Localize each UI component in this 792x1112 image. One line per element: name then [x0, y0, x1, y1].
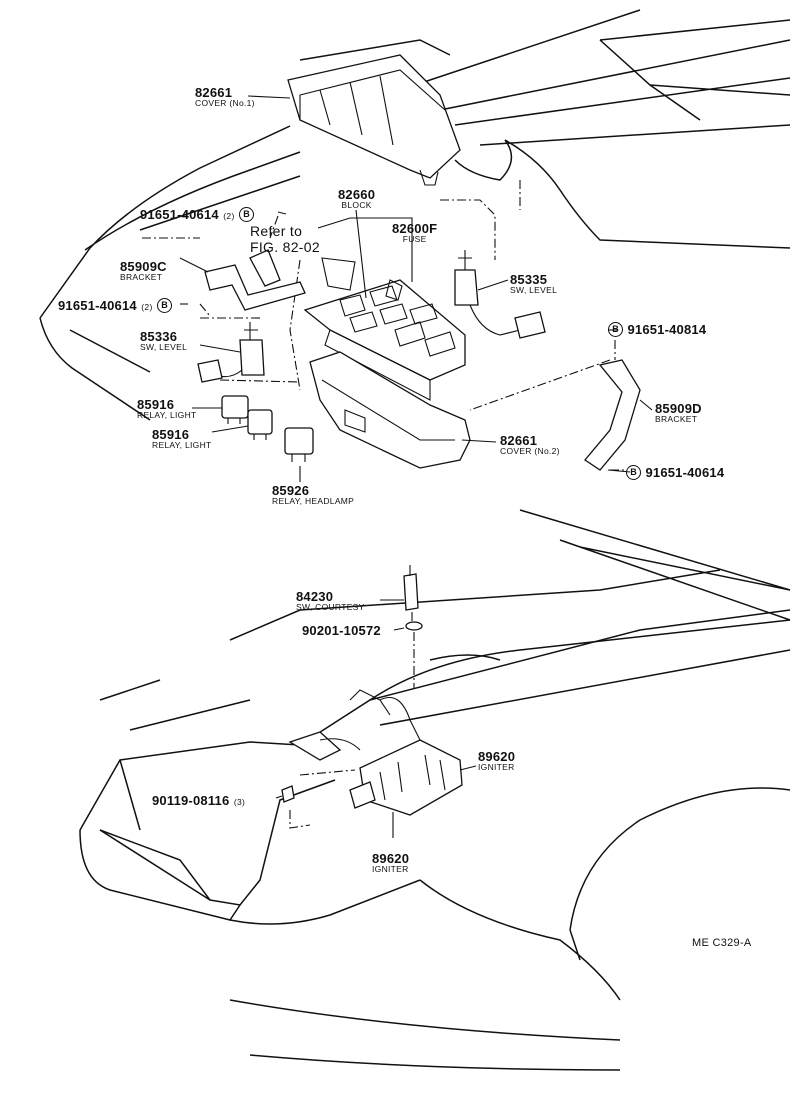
relay-light2-name: RELAY, LIGHT: [152, 440, 212, 450]
block-name: BLOCK: [341, 200, 372, 210]
relay-light1-name: RELAY, LIGHT: [137, 410, 197, 420]
relay-light1-number: 85916: [137, 397, 175, 412]
cover-no1-name: COVER (No.1): [195, 98, 255, 108]
relay-light2-label: 85916 RELAY, LIGHT: [152, 428, 212, 450]
igniter-drawings: [281, 696, 463, 829]
igniter-upper-label: 89620 IGNITER: [478, 750, 515, 772]
lower-car-body: [79, 509, 791, 1071]
reference-line2: FIG. 82-02: [250, 239, 320, 255]
relay-drawings: [221, 395, 314, 462]
level-switch-left-drawing: [197, 322, 265, 383]
fuse-block-drawing: [303, 257, 466, 401]
screw-b2-label: 91651-40614 (2) B: [58, 298, 173, 314]
bracket-c-drawing: [204, 249, 306, 311]
bolt-label: 90119-08116 (3): [152, 793, 245, 809]
sw-level-right-name: SW, LEVEL: [510, 285, 558, 295]
relay-headlamp-number: 85926: [272, 483, 310, 498]
label-leaders: [179, 95, 653, 838]
screw-b3-label: B 91651-40814: [608, 322, 706, 338]
relay-headlamp-label: 85926 RELAY, HEADLAMP: [272, 484, 354, 506]
sw-level-left-name: SW, LEVEL: [140, 342, 188, 352]
bracket-d-name: BRACKET: [655, 414, 698, 424]
b-mark-icon: B: [239, 207, 255, 223]
level-switch-right-drawing: [454, 250, 546, 339]
figure-code: ME C329-A: [692, 938, 752, 949]
cover-no1-label: 82661 COVER (No.1): [195, 86, 255, 108]
bolt-number: 90119-08116: [152, 793, 230, 808]
washer-number: 90201-10572: [302, 623, 381, 638]
fuse-name: FUSE: [402, 234, 427, 244]
screw-b3-number: 91651-40814: [627, 322, 707, 337]
bracket-c-name: BRACKET: [120, 272, 163, 282]
cover-no1-number: 82661: [195, 85, 233, 100]
bolt-qty: (3): [233, 797, 246, 807]
sw-courtesy-number: 84230: [296, 589, 334, 604]
figure-code-text: ME C329-A: [692, 937, 752, 949]
relay-light2-number: 85916: [152, 427, 190, 442]
cover-no2-drawing: [309, 351, 471, 469]
relay-light1-label: 85916 RELAY, LIGHT: [137, 398, 197, 420]
screw-b1-label: 91651-40614 (2) B: [140, 207, 255, 223]
upper-car-body: [39, 9, 791, 421]
cover-no2-number: 82661: [500, 433, 538, 448]
screw-b2-qty: (2): [141, 302, 153, 312]
washer-label: 90201-10572: [302, 624, 381, 637]
b-mark-icon: B: [608, 322, 623, 338]
screw-b4-number: 91651-40614: [645, 465, 725, 480]
relay-headlamp-name: RELAY, HEADLAMP: [272, 496, 355, 506]
screw-b1-qty: (2): [223, 211, 235, 221]
reference-line1: Refer to: [250, 223, 303, 239]
sw-courtesy-label: 84230 SW, COURTESY: [296, 590, 365, 612]
cover-no2-name: COVER (No.2): [500, 446, 560, 456]
block-label: 82660 BLOCK: [338, 188, 375, 210]
fuse-number: 82600F: [392, 221, 438, 236]
courtesy-switch-drawing: [403, 565, 423, 688]
b-mark-icon: B: [626, 465, 641, 481]
screw-b1-number: 91651-40614: [140, 207, 219, 222]
sw-level-right-label: 85335 SW, LEVEL: [510, 273, 557, 295]
bracket-d-drawing: [584, 359, 641, 471]
fuse-label: 82600F FUSE: [392, 222, 437, 244]
figure-reference: Refer to FIG. 82-02: [250, 224, 320, 254]
sw-courtesy-name: SW, COURTESY: [296, 602, 365, 612]
cover-no1-drawing: [287, 54, 461, 186]
igniter-lower-name: IGNITER: [372, 864, 409, 874]
sw-level-right-number: 85335: [510, 272, 548, 287]
bracket-c-number: 85909C: [120, 259, 167, 274]
block-number: 82660: [338, 187, 376, 202]
cover-no2-label: 82661 COVER (No.2): [500, 434, 560, 456]
igniter-lower-number: 89620: [372, 851, 410, 866]
sw-level-left-label: 85336 SW, LEVEL: [140, 330, 187, 352]
igniter-upper-number: 89620: [478, 749, 516, 764]
b-mark-icon: B: [157, 298, 173, 314]
igniter-lower-label: 89620 IGNITER: [372, 852, 409, 874]
screw-b2-number: 91651-40614: [58, 298, 137, 313]
sw-level-left-number: 85336: [140, 329, 178, 344]
igniter-upper-name: IGNITER: [478, 762, 515, 772]
bracket-d-number: 85909D: [655, 401, 702, 416]
bracket-c-label: 85909C BRACKET: [120, 260, 167, 282]
bracket-d-label: 85909D BRACKET: [655, 402, 702, 424]
screw-b4-label: B 91651-40614: [626, 465, 724, 481]
